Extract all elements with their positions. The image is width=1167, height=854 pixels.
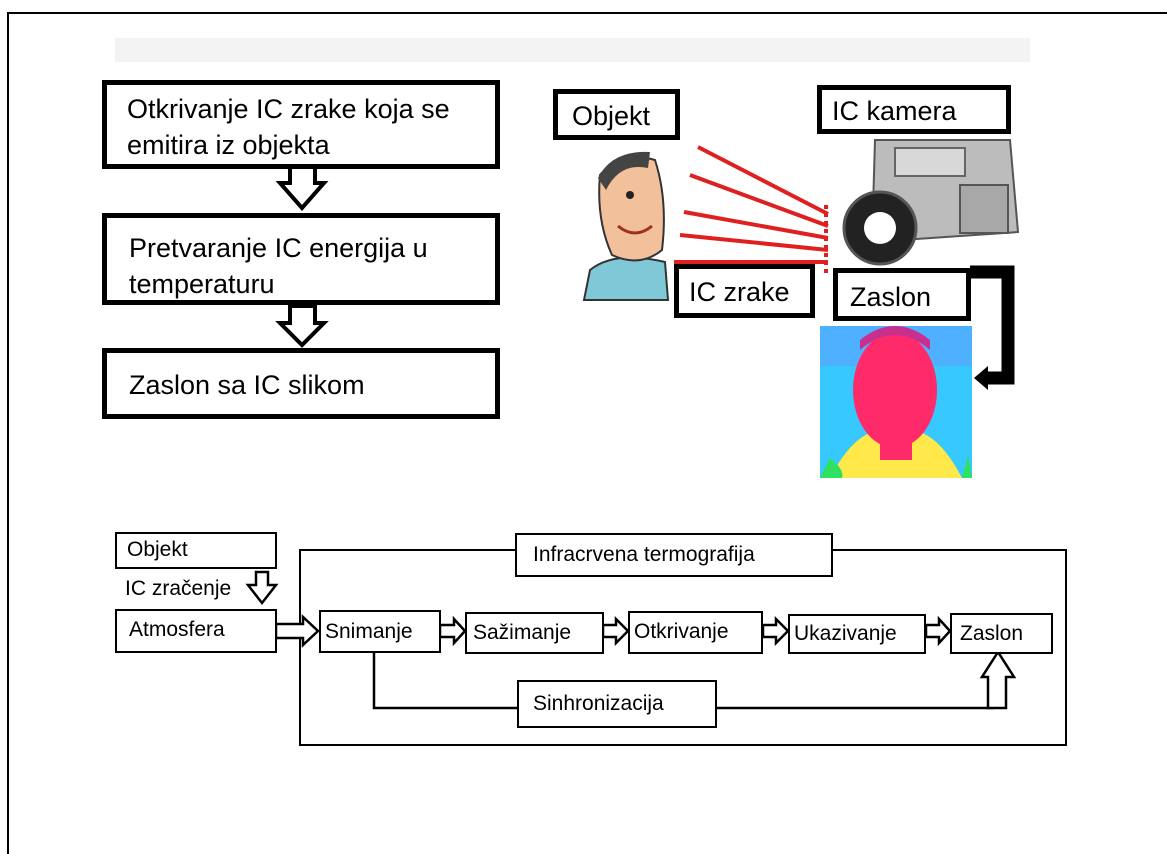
radiation-arrow — [245, 570, 279, 606]
arrow-snimanje-sazimanje — [438, 615, 467, 647]
camera-label-box: IC kamera — [817, 85, 1011, 134]
camera-label: IC kamera — [832, 96, 957, 126]
bd-stage-zaslon-label: Zaslon — [960, 622, 1024, 645]
camera-illustration — [842, 139, 1020, 266]
bd-stage-ukazivanje-label: Ukazivanje — [794, 622, 897, 645]
slide-frame — [7, 12, 1167, 854]
bd-sync-box: Sinhronizacija — [517, 680, 717, 728]
sync-line-left — [372, 653, 518, 710]
bd-stage-zaslon: Zaslon — [950, 613, 1053, 654]
bd-stage-snimanje-label: Snimanje — [325, 620, 413, 643]
flow-step-display-label: Zaslon sa IC slikom — [129, 370, 365, 400]
bd-stage-otkrivanje-label: Otkrivanje — [634, 620, 729, 643]
display-connector-head — [974, 366, 988, 390]
down-arrow-1 — [275, 164, 329, 212]
flow-step-detect: Otkrivanje IC zrake koja se emitira iz o… — [102, 80, 500, 169]
thermal-image — [820, 326, 972, 478]
bd-radiation-label: IC zračenje — [125, 577, 232, 600]
arrow-ukazivanje-zaslon — [924, 615, 952, 647]
sync-line-right — [716, 690, 994, 710]
bd-stage-otkrivanje: Otkrivanje — [628, 611, 763, 654]
bd-atmosfera-box: Atmosfera — [115, 609, 277, 653]
bd-stage-sazimanje: Sažimanje — [465, 612, 604, 654]
bd-group-title-box: Infracrvena termografija — [515, 533, 833, 577]
flow-step-detect-label: Otkrivanje IC zrake koja se emitira iz o… — [127, 94, 450, 160]
header-band — [115, 38, 1030, 62]
bd-sync-label: Sinhronizacija — [533, 692, 664, 715]
flow-step-display: Zaslon sa IC slikom — [102, 348, 500, 419]
rays-label-box: IC zrake — [674, 264, 815, 318]
bd-object-box: Objekt — [115, 532, 277, 569]
display-connector — [970, 265, 1015, 385]
bd-stage-sazimanje-label: Sažimanje — [473, 621, 572, 644]
arrow-atmosfera-snimanje — [274, 614, 320, 648]
bd-object-label: Objekt — [127, 538, 188, 561]
flow-step-convert-label: Pretvaranje IC energija u temperaturu — [129, 233, 428, 299]
bd-stage-snimanje: Snimanje — [319, 610, 441, 653]
ic-rays — [674, 145, 829, 275]
object-label: Objekt — [572, 101, 651, 131]
person-illustration — [578, 150, 670, 302]
display-label: Zaslon — [850, 282, 932, 312]
arrow-sazimanje-otkrivanje — [601, 615, 630, 647]
sync-up-arrow — [979, 649, 1017, 710]
down-arrow-2 — [275, 304, 329, 348]
object-label-box: Objekt — [553, 89, 680, 140]
bd-stage-ukazivanje: Ukazivanje — [788, 614, 926, 654]
flow-step-convert: Pretvaranje IC energija u temperaturu — [102, 213, 500, 305]
arrow-otkrivanje-ukazivanje — [761, 615, 790, 647]
bd-atmosfera-label: Atmosfera — [129, 618, 225, 641]
rays-label: IC zrake — [689, 277, 790, 307]
display-label-box: Zaslon — [833, 268, 971, 321]
bd-group-title: Infracrvena termografija — [533, 543, 755, 566]
